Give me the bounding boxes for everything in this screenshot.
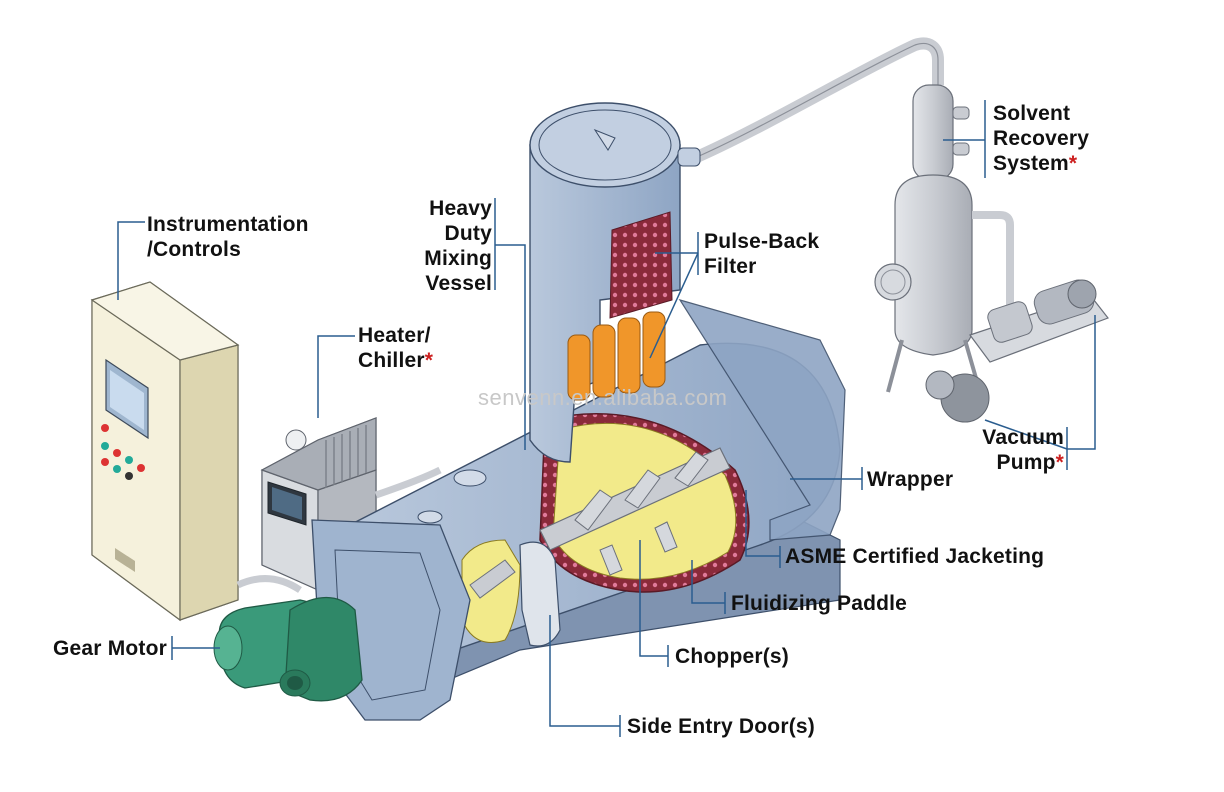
label-vessel-line2: Duty bbox=[444, 222, 492, 245]
solvent-recovery-unit bbox=[687, 37, 1109, 423]
label-vessel-line3: Mixing bbox=[424, 247, 492, 270]
label-filter-line1: Pulse-Back bbox=[704, 230, 820, 253]
label-solvent-system-text: System bbox=[993, 152, 1069, 175]
label-pulse-back-filter: Pulse-Back Filter bbox=[704, 229, 819, 279]
label-solvent-line2: Recovery bbox=[993, 127, 1090, 150]
label-side-entry-doors: Side Entry Door(s) bbox=[627, 715, 815, 738]
label-choppers: Chopper(s) bbox=[675, 645, 789, 668]
label-solvent-recovery-system: Solvent Recovery System* bbox=[993, 101, 1089, 176]
label-gear-motor: Gear Motor bbox=[53, 637, 168, 660]
label-instrumentation-line2: /Controls bbox=[147, 238, 241, 261]
pump-asterisk: * bbox=[1055, 451, 1064, 474]
label-asme-certified-jacketing: ASME Certified Jacketing bbox=[785, 545, 1045, 568]
label-chiller-text: Chiller bbox=[358, 349, 425, 372]
gear-motor bbox=[213, 597, 363, 702]
label-heater-line2: Chiller* bbox=[358, 348, 433, 373]
label-vessel-line4: Vessel bbox=[425, 272, 492, 295]
label-vessel-line1: Heavy bbox=[429, 197, 492, 220]
label-vacuum-pump: Vacuum Pump* bbox=[960, 425, 1064, 475]
label-vacuum-line2: Pump* bbox=[960, 450, 1064, 475]
label-instrumentation-line1: Instrumentation bbox=[147, 213, 309, 236]
label-heavy-duty-mixing-vessel: Heavy Duty Mixing Vessel bbox=[400, 196, 492, 296]
label-heater-line1: Heater/ bbox=[358, 324, 431, 347]
leader-lines bbox=[117, 100, 1096, 737]
label-filter-line2: Filter bbox=[704, 255, 757, 278]
watermark: senvenn.en.alibaba.com bbox=[478, 385, 728, 410]
label-heater-chiller: Heater/ Chiller* bbox=[358, 323, 433, 373]
filter-tower bbox=[529, 102, 701, 463]
chiller-asterisk: * bbox=[424, 349, 434, 372]
label-pump-text: Pump bbox=[996, 451, 1056, 474]
label-instrumentation-controls: Instrumentation /Controls bbox=[147, 212, 309, 262]
label-solvent-line3: System* bbox=[993, 151, 1089, 176]
label-solvent-line1: Solvent bbox=[993, 102, 1071, 125]
control-cabinet bbox=[90, 281, 240, 622]
solvent-asterisk: * bbox=[1068, 152, 1078, 175]
label-fluidizing-paddle: Fluidizing Paddle bbox=[731, 592, 908, 615]
label-wrapper: Wrapper bbox=[867, 468, 954, 491]
label-vacuum-line1: Vacuum bbox=[982, 426, 1064, 449]
